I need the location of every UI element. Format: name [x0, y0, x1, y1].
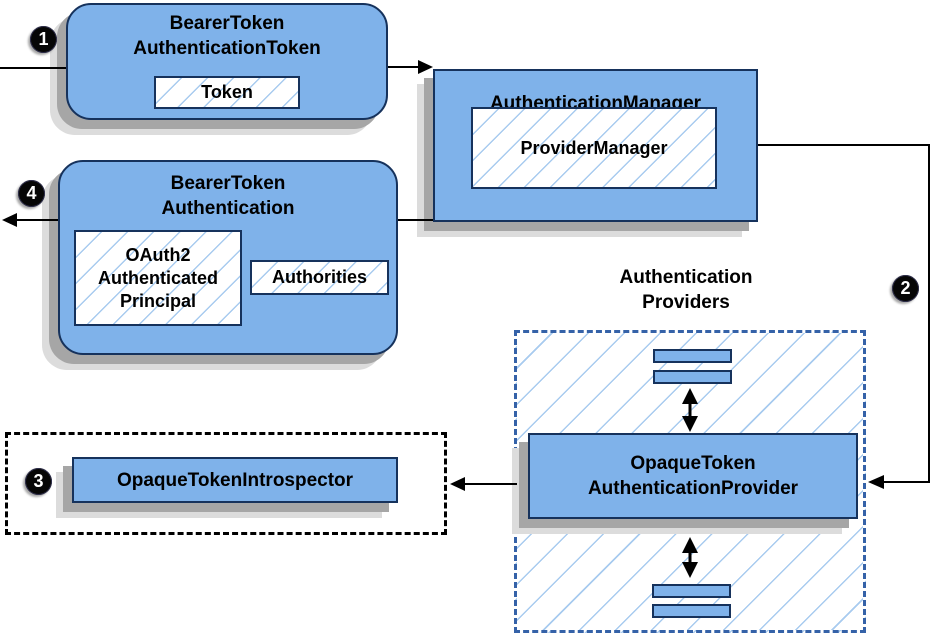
badge-step-1: 1 [30, 26, 57, 53]
oauth2-authenticated-principal-chip: OAuth2 Authenticated Principal [74, 230, 242, 326]
arrowhead-token-to-manager [418, 60, 433, 74]
node-authentication-manager: AuthenticationManager ProviderManager [433, 69, 758, 222]
provider-stub-bar-top-2 [653, 370, 732, 384]
authentication-providers-label: Authentication Providers [619, 267, 753, 313]
provider-stub-bar-top-1 [653, 349, 732, 363]
badge-step-3: 3 [25, 468, 52, 495]
token-chip: Token [154, 76, 300, 109]
node-bearer-token-authentication: BearerToken Authentication OAuth2 Authen… [58, 160, 398, 355]
node-title: BearerToken AuthenticationToken [133, 13, 321, 59]
authorities-chip: Authorities [250, 260, 389, 295]
node-title: OpaqueToken AuthenticationProvider [587, 453, 799, 499]
badge-step-2: 2 [892, 275, 919, 302]
arrowhead-provider-to-introspector [450, 477, 465, 491]
node-opaque-token-introspector: OpaqueTokenIntrospector [72, 457, 398, 503]
provider-manager-chip: ProviderManager [471, 107, 717, 189]
node-bearer-token-authentication-token: BearerToken AuthenticationToken Token [66, 3, 388, 120]
node-title: BearerToken Authentication [161, 173, 295, 219]
node-title: OpaqueTokenIntrospector [116, 469, 354, 491]
provider-stub-bar-bottom-2 [652, 604, 731, 618]
arrowhead-authentication-out [2, 213, 17, 227]
arrowhead-manager-to-provider [868, 475, 884, 489]
provider-stub-bar-bottom-1 [652, 584, 731, 598]
opaque-token-introspector-region [5, 432, 447, 535]
badge-step-4: 4 [18, 180, 45, 207]
node-opaque-token-authentication-provider: OpaqueToken AuthenticationProvider [528, 433, 858, 519]
